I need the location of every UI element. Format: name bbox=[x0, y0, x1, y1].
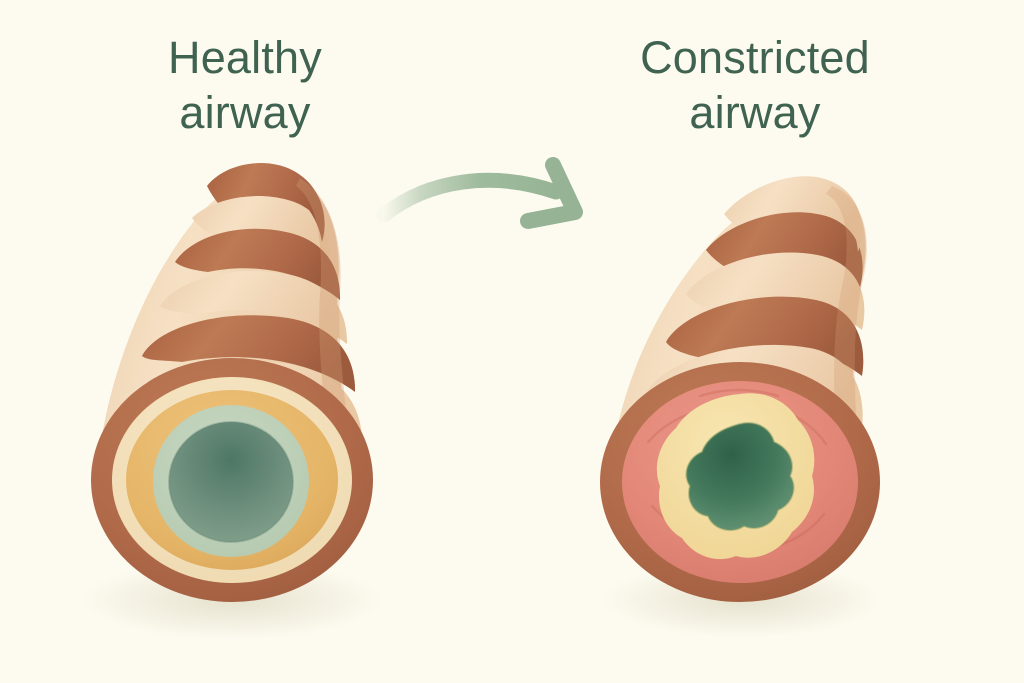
constricted-airway-cross-section bbox=[600, 362, 880, 602]
healthy-airway-cross-section bbox=[91, 358, 373, 602]
airway-lumen-open bbox=[169, 422, 293, 542]
healthy-airway-label: Healthy airway bbox=[168, 32, 322, 138]
constricted-airway-label: Constricted airway bbox=[640, 32, 870, 138]
tube-top-cap bbox=[724, 176, 862, 252]
progression-arrow bbox=[376, 157, 583, 229]
cartilage-ring-dark bbox=[666, 296, 864, 376]
constricted-airway-figure bbox=[600, 176, 882, 638]
cartilage-ring-light bbox=[686, 252, 865, 330]
tube-top-cap bbox=[207, 163, 325, 242]
healthy-airway-figure bbox=[82, 163, 382, 640]
cartilage-ring-dark bbox=[175, 228, 341, 300]
arrow-head-icon bbox=[520, 157, 583, 229]
cartilage-ring-light bbox=[160, 270, 348, 344]
cartilage-ring-dark bbox=[142, 315, 356, 392]
arrow-shaft bbox=[376, 172, 564, 223]
lumen-edge bbox=[168, 421, 294, 543]
airway-lumen-narrowed bbox=[686, 422, 794, 531]
lumen-edge bbox=[685, 422, 795, 532]
